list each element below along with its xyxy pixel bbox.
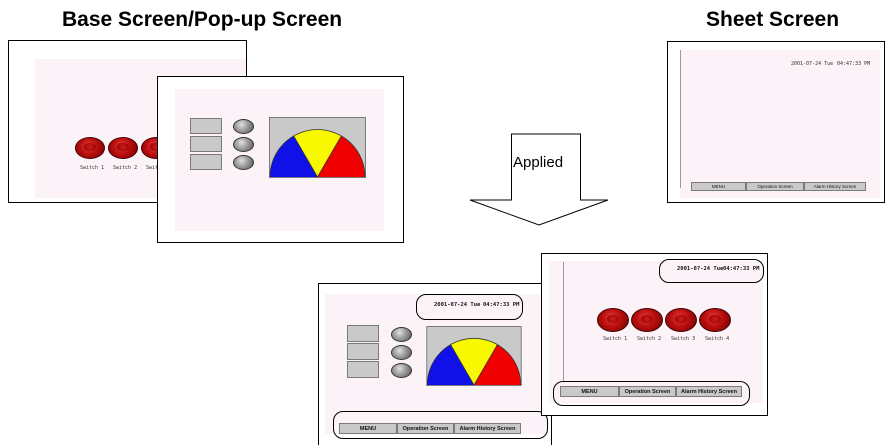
result-time: 04:47:33 PM xyxy=(483,302,520,308)
result-switch-area xyxy=(549,261,763,403)
result-switch-label-3: Switch 3 xyxy=(671,336,696,342)
result-operation-button-2: Operation Screen xyxy=(619,386,676,397)
sheet-time: 04:47:33 PM xyxy=(837,61,871,67)
heading-base-popup: Base Screen/Pop-up Screen xyxy=(62,8,343,31)
result-menu-bar-2: MENU Operation Screen Alarm History Scre… xyxy=(560,386,742,397)
result-lamp-1 xyxy=(391,327,412,342)
lamp-3 xyxy=(233,155,254,170)
datetime-highlight-oval xyxy=(416,294,523,320)
switch-button-2 xyxy=(108,137,138,159)
sheet-menu-bar: MENU Operation Screen Alarm History Scre… xyxy=(691,182,866,191)
switch-label-1: Switch 1 xyxy=(80,165,105,171)
popup-button-2 xyxy=(190,136,222,152)
meter-gauge xyxy=(269,117,366,178)
sheet-date: 2001-07-24 Tue xyxy=(791,61,834,67)
result-switch-screen: 2001-07-24 Tue 04:47:33 PM Switch 1 Swit… xyxy=(541,253,768,416)
result-switch-button-4 xyxy=(699,308,731,332)
sheet-operation-button: Operation Screen xyxy=(746,182,804,191)
result-alarm-button-2: Alarm History Screen xyxy=(676,386,742,397)
result-button-2 xyxy=(347,343,379,360)
lamp-1 xyxy=(233,119,254,134)
result-switch-label-1: Switch 1 xyxy=(603,336,628,342)
sheet-screen: 2001-07-24 Tue 04:47:33 PM MENU Operatio… xyxy=(667,41,885,203)
result-switch-label-4: Switch 4 xyxy=(705,336,730,342)
popup-button-1 xyxy=(190,118,222,134)
result-button-1 xyxy=(347,325,379,342)
result-menu-bar: MENU Operation Screen Alarm History Scre… xyxy=(339,423,521,434)
switch-button-1 xyxy=(75,137,105,159)
result-menu-button: MENU xyxy=(339,423,397,434)
applied-label: Applied xyxy=(513,154,564,171)
menu-highlight-oval xyxy=(333,411,548,439)
heading-sheet-screen: Sheet Screen xyxy=(706,8,840,31)
switch-label-2: Switch 2 xyxy=(113,165,138,171)
meter-segment-yellow xyxy=(293,129,342,177)
result-date-2: 2001-07-24 Tue xyxy=(677,266,724,272)
popup-button-3 xyxy=(190,154,222,170)
result-button-3 xyxy=(347,361,379,378)
result-lamp-3 xyxy=(391,363,412,378)
result-menu-button-2: MENU xyxy=(560,386,619,397)
result-date: 2001-07-24 Tue xyxy=(434,302,481,308)
result-operation-screen: 2001-07-24 Tue 04:47:33 PM MENU Operatio… xyxy=(318,283,552,445)
applied-arrow xyxy=(469,133,609,226)
sheet-alarm-button: Alarm History Screen xyxy=(804,182,866,191)
result-switch-button-3 xyxy=(665,308,697,332)
result-time-2: 04:47:33 PM xyxy=(723,266,760,272)
result-operation-button: Operation Screen xyxy=(397,423,454,434)
popup-screen xyxy=(157,76,404,243)
lamp-2 xyxy=(233,137,254,152)
sheet-menu-button: MENU xyxy=(691,182,746,191)
meter-segment-blue xyxy=(270,135,318,177)
result-alarm-button: Alarm History Screen xyxy=(454,423,521,434)
result-meter-gauge xyxy=(426,326,522,386)
result-switch-label-2: Switch 2 xyxy=(637,336,662,342)
datetime-highlight-oval-2 xyxy=(659,259,764,283)
sheet-screen-area xyxy=(680,50,880,198)
meter-segment-red xyxy=(317,135,365,177)
result-switch-button-2 xyxy=(631,308,663,332)
result-lamp-2 xyxy=(391,345,412,360)
result-switch-button-1 xyxy=(597,308,629,332)
menu-highlight-oval-2 xyxy=(553,381,750,406)
